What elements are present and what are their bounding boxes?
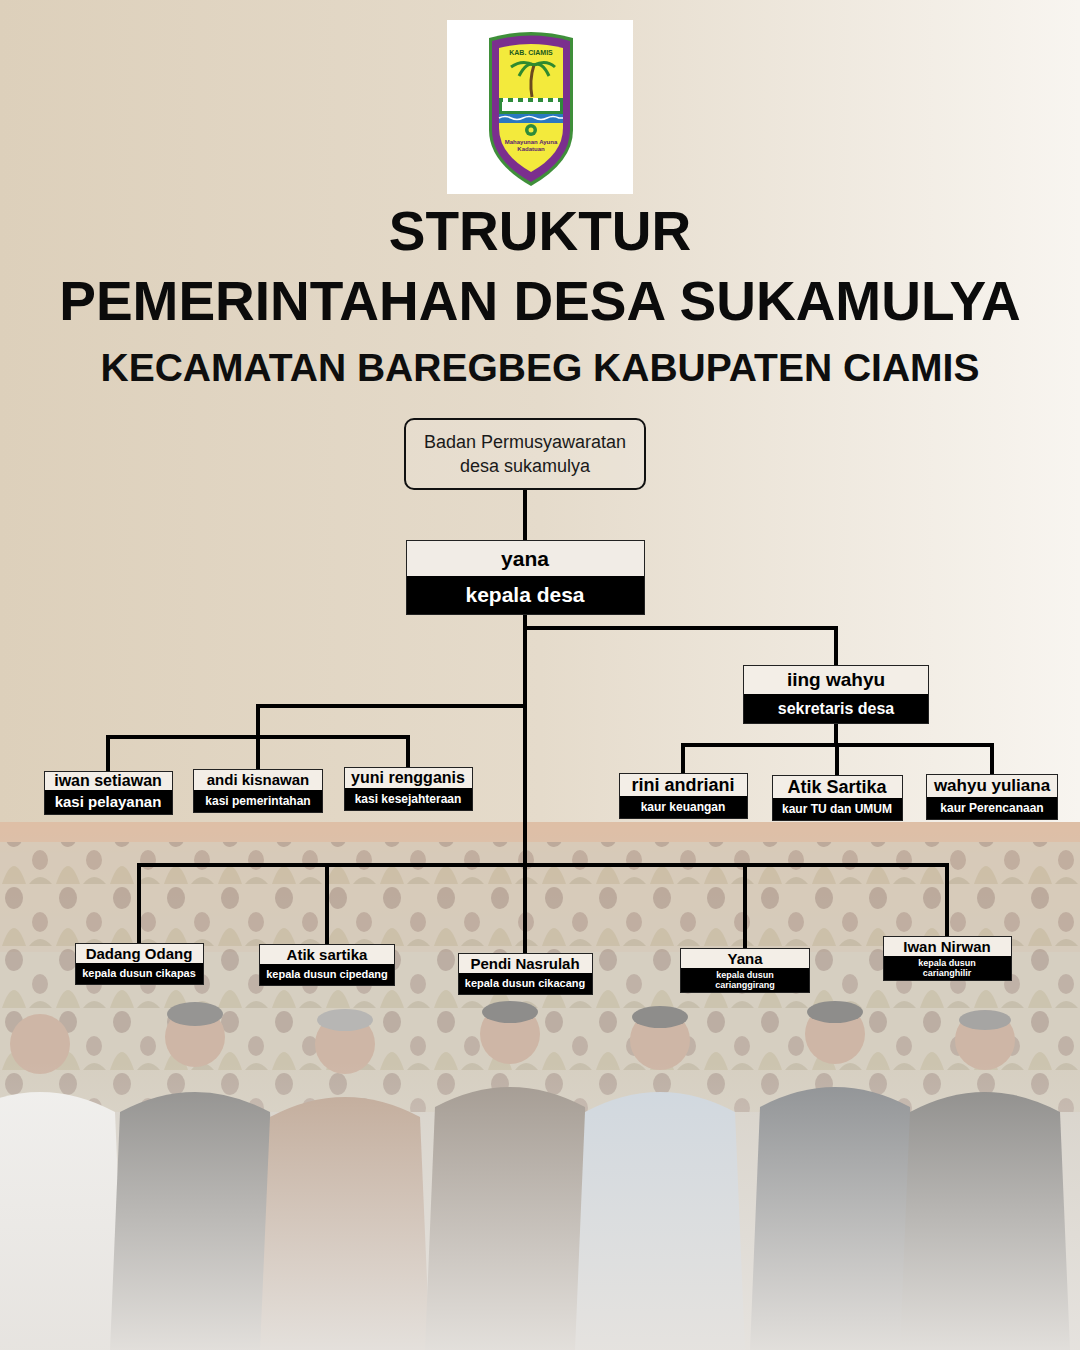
- name-text: Iwan Nirwan: [884, 937, 1011, 956]
- name-text: iing wahyu: [744, 666, 928, 694]
- connector-line: [523, 490, 527, 540]
- connector-line: [258, 615, 525, 769]
- official-box: iwan setiawankasi pelayanan: [44, 771, 173, 815]
- official-box: Iwan Nirwankepala dusun carianghilir: [883, 936, 1012, 981]
- motto-text: Mahayunan Ayuna Kadatuan: [503, 139, 559, 153]
- name-text: yuni rengganis: [345, 768, 472, 788]
- role-text: kaur keuangan: [620, 796, 747, 818]
- role-text: kepala dusun carianggirang: [681, 968, 809, 992]
- emblem-panel: KAB. CIAMIS Mahayunan Ayuna Kadatuan: [447, 20, 633, 194]
- connector-line: [525, 615, 836, 665]
- name-text: Atik sartika: [260, 945, 394, 964]
- name-text: Yana: [681, 949, 809, 968]
- connector-line: [836, 724, 992, 774]
- connector-line: [683, 724, 836, 773]
- official-box: andi kisnawankasi pemerintahan: [193, 769, 323, 813]
- official-box: iing wahyusekretaris desa: [743, 665, 929, 724]
- role-text: kepala dusun carianghilir: [884, 956, 1011, 980]
- title-spacer: [740, 196, 1080, 266]
- connector-line: [525, 615, 947, 936]
- name-text: rini andriani: [620, 774, 747, 796]
- group-photo: [0, 822, 1080, 1350]
- role-text: kasi pelayanan: [45, 790, 172, 814]
- connector-line: [139, 615, 525, 943]
- name-text: yana: [407, 541, 644, 576]
- title-block: STRUKTUR PEMERINTAHAN DESA SUKAMULYA: [0, 196, 1080, 336]
- official-box: Atik sartikakepala dusun cipedang: [259, 944, 395, 986]
- connector-line: [327, 615, 525, 944]
- role-text: sekretaris desa: [744, 694, 928, 723]
- role-text: kasi kesejahteraan: [345, 788, 472, 810]
- name-text: Atik Sartika: [773, 776, 902, 798]
- official-box: Pendi Nasrulahkepala dusun cikacang: [458, 953, 593, 995]
- name-text: iwan setiawan: [45, 772, 172, 790]
- council-box: Badan Permusyawaratan desa sukamulya: [404, 418, 646, 490]
- name-text: Pendi Nasrulah: [459, 954, 592, 973]
- title-text: STRUKTUR PEMERINTAHAN DESA SUKAMULYA: [59, 200, 1021, 332]
- name-text: Badan Permusyawaratan desa sukamulya: [406, 430, 644, 478]
- title-spacer: [0, 196, 340, 266]
- official-box: Atik Sartikakaur TU dan UMUM: [772, 775, 903, 821]
- official-box: rini andrianikaur keuangan: [619, 773, 748, 819]
- connector-line: [258, 615, 525, 767]
- name-text: Dadang Odang: [76, 944, 203, 963]
- role-text: kepala dusun cikapas: [76, 963, 203, 984]
- role-text: kasi pemerintahan: [194, 790, 322, 812]
- emblem-text: KAB. CIAMIS: [501, 48, 561, 57]
- role-text: kepala dusun cipedang: [260, 964, 394, 985]
- official-box: Dadang Odangkepala dusun cikapas: [75, 943, 204, 985]
- emblem-shield: [447, 20, 633, 194]
- role-text: kepala dusun cikacang: [459, 973, 592, 994]
- connector-line: [108, 615, 525, 771]
- role-text: kaur Perencanaan: [927, 797, 1057, 819]
- role-text: kaur TU dan UMUM: [773, 798, 902, 820]
- official-box: Yanakepala dusun carianggirang: [680, 948, 810, 993]
- official-box: yuni rengganiskasi kesejahteraan: [344, 767, 473, 811]
- official-box: yanakepala desa: [406, 540, 645, 615]
- official-box: wahyu yulianakaur Perencanaan: [926, 774, 1058, 820]
- name-text: wahyu yuliana: [927, 775, 1057, 797]
- role-text: kepala desa: [407, 576, 644, 614]
- name-text: andi kisnawan: [194, 770, 322, 790]
- subtitle-text: KECAMATAN BAREGBEG KABUPATEN CIAMIS: [0, 344, 1080, 392]
